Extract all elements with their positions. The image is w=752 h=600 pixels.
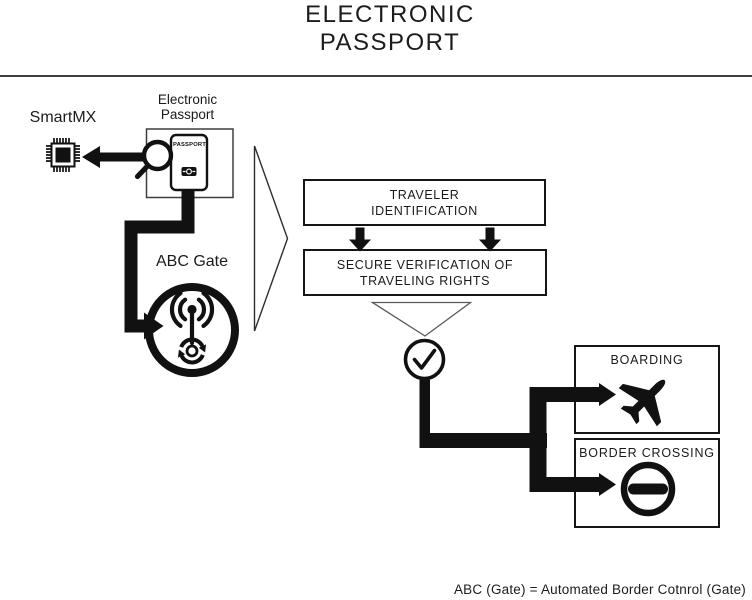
page-title-line1: ELECTRONIC xyxy=(305,1,475,28)
page-title-line2: PASSPORT xyxy=(319,29,461,56)
page-title: ELECTRONIC PASSPORT xyxy=(226,1,554,57)
down-arrow-right xyxy=(479,227,501,252)
traveler-identification-line1: TRAVELER xyxy=(389,187,460,202)
border-crossing-label: BORDER CROSSING xyxy=(579,446,715,460)
boarding-label: BOARDING xyxy=(610,353,684,367)
secure-verification-box: SECURE VERIFICATION OF TRAVELING RIGHTS xyxy=(303,249,547,296)
secure-verification-line1: SECURE VERIFICATION OF xyxy=(336,257,514,272)
abc-gate-label: ABC Gate xyxy=(155,253,229,270)
down-arrow-left xyxy=(349,227,371,252)
read-chip-arrow xyxy=(82,146,146,168)
electronic-passport-label: Electronic Passport xyxy=(140,92,235,122)
smartmx-label: SmartMX xyxy=(29,109,97,126)
boarding-box: BOARDING xyxy=(574,345,720,434)
passport-booklet-icon: PASSPORT xyxy=(169,133,209,192)
passport-figure: PASSPORT xyxy=(134,128,234,199)
traveler-identification-line2: IDENTIFICATION xyxy=(371,203,478,218)
down-chevron xyxy=(370,301,473,337)
passport-booklet-text: PASSPORT xyxy=(173,142,206,148)
sync-icon xyxy=(178,337,206,365)
check-circle-icon xyxy=(403,338,446,381)
border-crossing-box: BORDER CROSSING xyxy=(574,438,720,528)
big-chevron-right xyxy=(253,145,289,332)
rfid-gate-icon xyxy=(145,283,239,377)
magnifier-icon xyxy=(134,139,174,180)
no-entry-icon xyxy=(620,461,676,517)
traveler-identification-box: TRAVELER IDENTIFICATION xyxy=(303,179,546,226)
secure-verification-line2: TRAVELING RIGHTS xyxy=(359,273,491,288)
footnote: ABC (Gate) = Automated Border Cotnrol (G… xyxy=(453,582,746,597)
electronic-passport-label-line2: Passport xyxy=(160,107,215,122)
title-divider-line xyxy=(0,75,752,77)
airplane-icon xyxy=(618,379,666,427)
smartmx-chip-icon xyxy=(46,138,80,172)
electronic-passport-label-line1: Electronic xyxy=(157,92,218,107)
biometric-chip-emblem-icon xyxy=(181,167,197,176)
